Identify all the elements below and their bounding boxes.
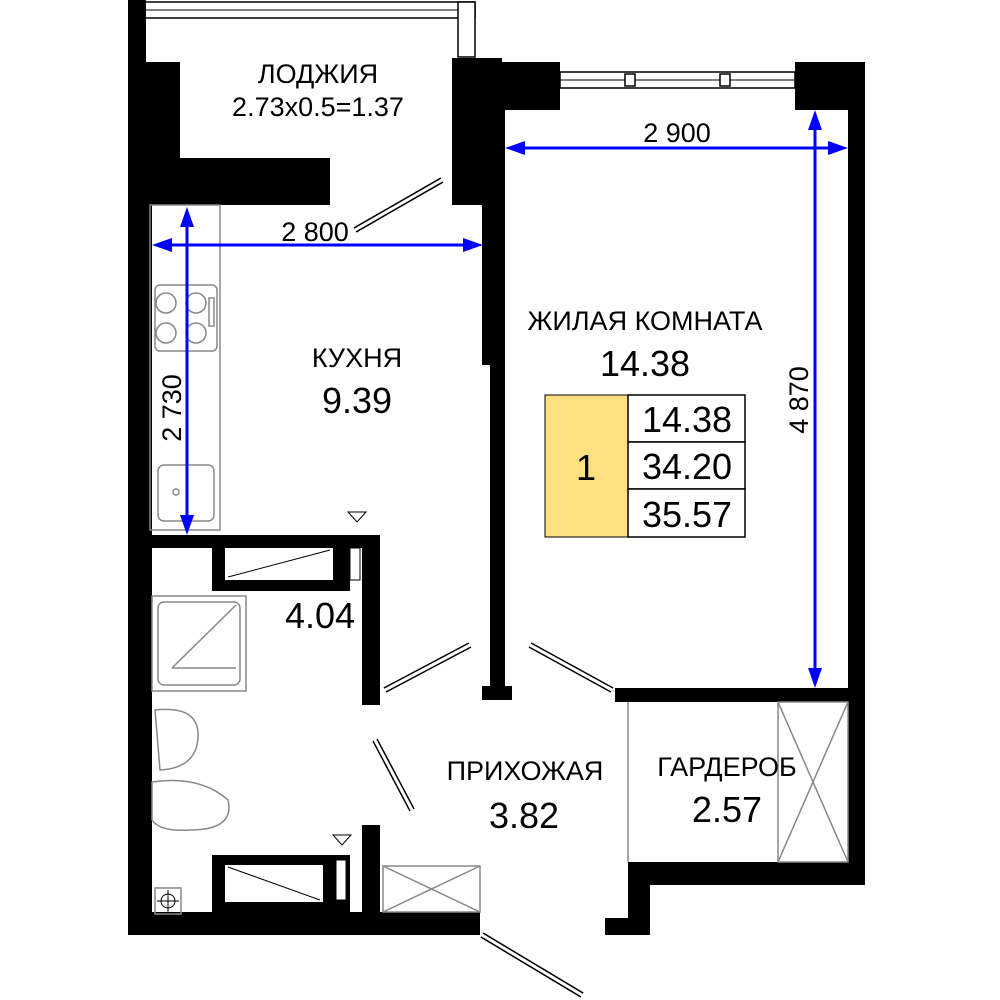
shaft-marker-icon bbox=[346, 511, 368, 523]
shaft-marker-icon bbox=[331, 834, 353, 846]
washbasin-icon bbox=[154, 708, 199, 771]
kitchen-width-label: 2 800 bbox=[281, 217, 349, 247]
room-length-label: 4 870 bbox=[784, 366, 814, 434]
wardrobe-name: ГАРДЕРОБ bbox=[657, 752, 796, 782]
living-area-value: 14.38 bbox=[642, 399, 732, 440]
loggia-name: ЛОДЖИЯ bbox=[258, 59, 378, 89]
kitchen-counter bbox=[149, 204, 221, 531]
wardrobe-area: 2.57 bbox=[692, 789, 762, 830]
living-room-area: 14.38 bbox=[600, 343, 690, 384]
toilet-icon bbox=[151, 779, 230, 832]
rooms-count: 1 bbox=[576, 447, 596, 488]
ventilation-shafts bbox=[225, 511, 368, 902]
apartment-summary: 1 14.38 34.20 35.57 bbox=[544, 394, 746, 538]
kitchen-area: 9.39 bbox=[322, 380, 392, 421]
living-room-name: ЖИЛАЯ КОМНАТА bbox=[528, 306, 763, 336]
walls bbox=[128, 58, 865, 935]
shower-icon bbox=[151, 595, 247, 692]
hall-area: 3.82 bbox=[489, 795, 559, 836]
bathroom-fixtures bbox=[151, 595, 247, 915]
loggia-frame bbox=[128, 0, 476, 62]
kitchen-length-label: 2 730 bbox=[157, 374, 187, 442]
kitchen-name: КУХНЯ bbox=[312, 343, 402, 373]
bathroom-area: 4.04 bbox=[285, 595, 355, 636]
window bbox=[559, 71, 796, 89]
riser-icon bbox=[154, 887, 182, 915]
total-with-loggia-value: 35.57 bbox=[642, 494, 732, 535]
room-width-label: 2 900 bbox=[643, 118, 711, 148]
loggia-area: 2.73x0.5=1.37 bbox=[232, 92, 404, 122]
dimension-lines bbox=[152, 110, 848, 688]
total-area-value: 34.20 bbox=[642, 446, 732, 487]
wardrobe-fixtures bbox=[382, 701, 849, 913]
hall-name: ПРИХОЖАЯ bbox=[447, 756, 604, 786]
